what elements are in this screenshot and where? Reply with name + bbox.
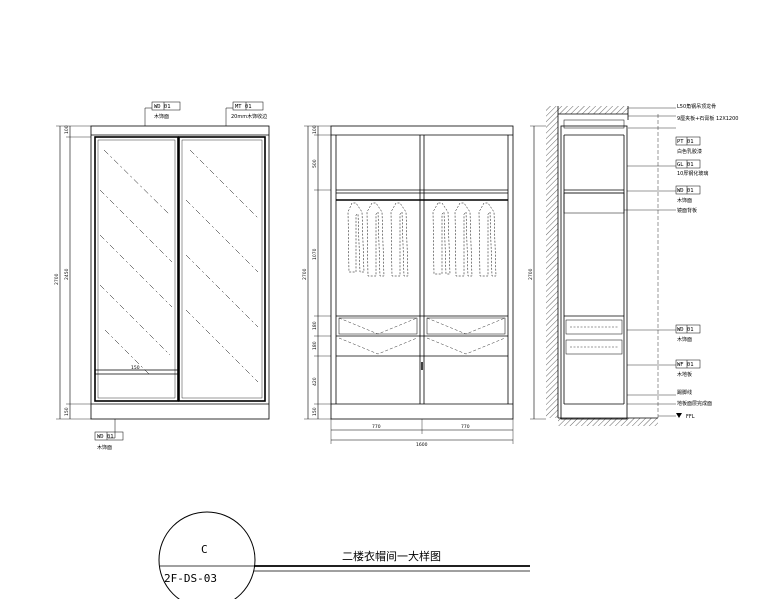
drawing-title: 二楼衣帽间一大样图: [342, 549, 441, 563]
section-tag-wf-note: 木地板: [677, 371, 692, 378]
bubble-code: 2F-DS-03: [164, 572, 217, 585]
section-label-skirting: 踢脚线: [677, 389, 692, 396]
interior-dim-total: 2700: [302, 268, 308, 280]
section-bubble: [158, 511, 256, 599]
interior-dim-drawer1: 180: [312, 321, 318, 330]
title-block: [158, 511, 530, 599]
front-dim-glass: 2450: [64, 268, 70, 280]
section-tag-pt: PT 01: [677, 139, 694, 145]
front-elevation: [56, 101, 270, 441]
interior-dim-hanging: 1070: [312, 248, 318, 260]
front-dim-rail: 150: [131, 365, 140, 371]
section-tag-wd: WD 01: [677, 188, 694, 194]
interior-dim-drawer2: 180: [312, 341, 318, 350]
left-glass-door: [94, 136, 179, 402]
interior-dim-upper: 500: [312, 159, 318, 168]
section-view: [530, 106, 701, 426]
ceiling-hatch: [558, 106, 628, 114]
section-label-ffl: FFL: [686, 414, 695, 420]
section-tag-gl: GL 01: [677, 162, 694, 168]
front-tag-top-right: MT 01: [235, 104, 252, 110]
section-tag-pt-note: 白色乳胶漆: [677, 148, 702, 155]
front-tag-top-right-note: 20mm木饰收边: [231, 113, 267, 120]
section-tag-wf: WF 01: [677, 362, 694, 368]
section-cabinet-outline: [560, 125, 628, 420]
front-tag-bottom-left: WD 01: [97, 434, 114, 440]
section-tag-wd2-note: 木饰面: [677, 336, 692, 343]
interior-dim-lower: 420: [312, 377, 318, 386]
front-cabinet-outline: [90, 125, 270, 420]
front-tag-bottom-left-note: 木饰面: [97, 444, 112, 451]
section-label-top2: 9厘夹板+石膏板 12X1200: [677, 115, 738, 122]
interior-dim-top: 100: [312, 125, 318, 134]
interior-elevation: [304, 125, 514, 444]
front-dim-bottom: 150: [64, 407, 70, 416]
right-glass-door: [178, 136, 266, 402]
section-label-top1: L50角钢吊顶龙骨: [677, 103, 716, 110]
drawer-right-1: [426, 317, 506, 335]
floor-hatch: [558, 418, 658, 426]
interior-dim-left-width: 770: [372, 424, 381, 430]
drawer-left-1: [338, 317, 418, 335]
interior-dim-right-width: 770: [461, 424, 470, 430]
section-label-floor: 地板面层完成面: [677, 400, 712, 407]
front-dim-top: 100: [64, 125, 70, 134]
wall-hatch: [546, 106, 558, 418]
front-tag-top-left: WD 01: [154, 104, 171, 110]
section-tag-wd-note: 木饰面: [677, 197, 692, 204]
section-dim-total: 2700: [528, 268, 534, 280]
interior-dim-total-width: 1600: [416, 442, 428, 448]
section-tag-gl-note: 10厚钢化玻璃: [677, 170, 708, 177]
section-label-mirror: 镜面背板: [677, 207, 697, 214]
bubble-letter: C: [201, 543, 208, 556]
hanging-clothes: [347, 202, 497, 277]
section-tag-wd2: WD 01: [677, 327, 694, 333]
front-dim-total: 2700: [54, 273, 60, 285]
interior-cabinet-outline: [330, 125, 514, 420]
front-tag-top-left-note: 木饰面: [154, 113, 169, 120]
interior-dim-base: 150: [312, 407, 318, 416]
